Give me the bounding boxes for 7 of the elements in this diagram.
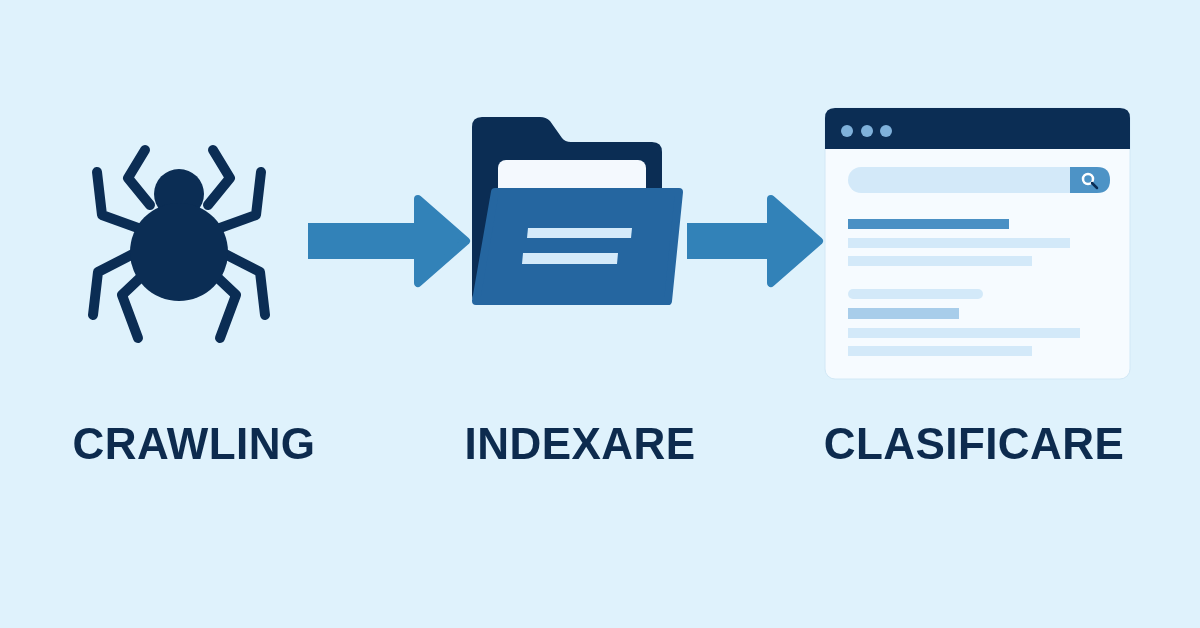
arrow bbox=[308, 195, 470, 287]
step-label: CLASIFICARE bbox=[823, 422, 1125, 466]
arrow bbox=[687, 195, 823, 287]
folder-illustration bbox=[470, 114, 686, 308]
step-label: CRAWLING bbox=[72, 422, 316, 466]
step-label: INDEXARE bbox=[464, 422, 696, 466]
browser-window-illustration bbox=[823, 106, 1133, 382]
